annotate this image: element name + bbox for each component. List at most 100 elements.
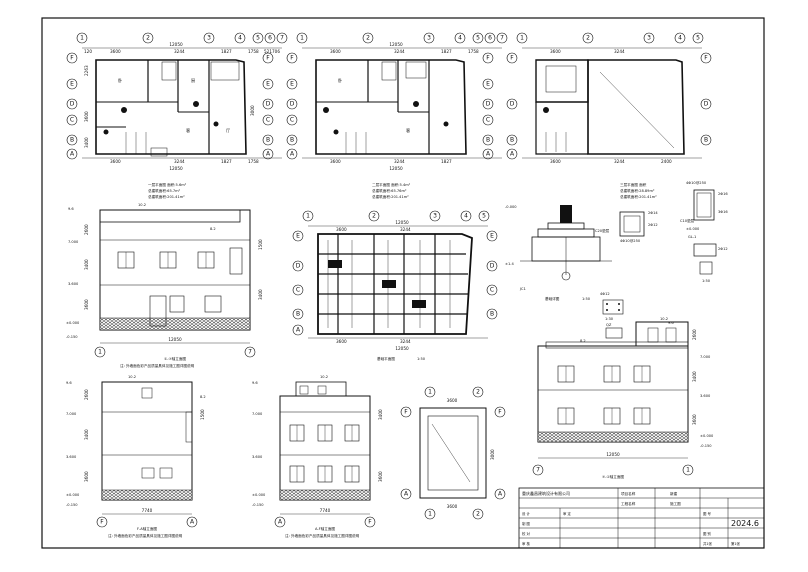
axis-label: B xyxy=(296,311,300,318)
caption: ⑦-①轴立面图 xyxy=(602,474,625,479)
axis-label: B xyxy=(510,137,514,144)
axis-label: 1 xyxy=(80,35,84,42)
axis-label: C xyxy=(290,117,294,124)
axis-label: E xyxy=(296,233,300,240)
dim: 3000 xyxy=(250,105,255,116)
axis-label: 7 xyxy=(536,467,540,474)
dim: 3400 xyxy=(692,371,697,382)
level-label: 7.000 xyxy=(252,412,263,416)
axis-label: D xyxy=(70,101,75,108)
room-tag: 客 xyxy=(406,127,411,134)
detail-label: 4Φ10@250 xyxy=(620,239,641,243)
axis-label: F xyxy=(70,55,74,62)
level-label: 9.6 xyxy=(68,207,74,211)
dim: 3600 xyxy=(110,49,121,54)
level-label: 8.2 xyxy=(210,227,216,231)
axis-label: 1 xyxy=(306,213,310,220)
axis-label: B xyxy=(486,137,490,144)
area-block-1: 一层平面图 面积:5.6m² 总建筑面积:65.7m² 总建筑面积:201.41… xyxy=(148,182,187,199)
level-label: 8.2 xyxy=(200,395,206,399)
axis-label: 2 xyxy=(476,511,480,518)
caption: ①-⑦轴立面图 xyxy=(164,356,187,361)
level-label: 3.600 xyxy=(68,282,79,286)
dim: 3600 xyxy=(447,398,458,403)
axis-label: B xyxy=(290,137,294,144)
tb-row: 审 定 xyxy=(563,511,571,516)
scale: 1:50 xyxy=(582,297,591,301)
caption: 基础平面图 xyxy=(377,356,395,361)
level-label: 3.600 xyxy=(700,394,711,398)
tb-sheet: 共1张 xyxy=(703,541,713,546)
dim: 1758 xyxy=(248,49,259,54)
dim: 3244 xyxy=(394,159,405,164)
level-label: ±0.000 xyxy=(66,321,80,325)
dim: 12050 xyxy=(606,452,620,457)
axis-label: 1 xyxy=(428,511,432,518)
dim: 2600 xyxy=(692,329,697,340)
axis-label: C xyxy=(70,117,74,124)
level-label: 10.2 xyxy=(320,375,328,379)
axis-label: 4 xyxy=(464,213,468,220)
axis-label: 1 xyxy=(428,389,432,396)
dim: 2263 xyxy=(84,65,89,76)
dim: 3600 xyxy=(84,299,89,310)
room-tag: 卧 xyxy=(338,77,342,84)
level-label: 3.600 xyxy=(66,455,77,459)
tb-row: 制 图 xyxy=(522,521,530,526)
dim: 521706 xyxy=(264,49,280,54)
dim: 3600 xyxy=(330,49,341,54)
axis-label: D xyxy=(486,101,491,108)
level-label: 7.000 xyxy=(68,240,79,244)
level-label: ±0.000 xyxy=(700,434,714,438)
axis-label: D xyxy=(266,101,271,108)
tb-row: 图 别 xyxy=(703,531,711,536)
area-line: 一层平面图 面积:5.6m² xyxy=(148,182,187,187)
tb-label: 工程名称 xyxy=(621,501,636,506)
axis-label: 4 xyxy=(238,35,242,42)
caption: A-F轴立面图 xyxy=(315,526,336,531)
axis-label: 5 xyxy=(476,35,480,42)
axis-label: E xyxy=(290,81,294,88)
axis-label: 5 xyxy=(256,35,260,42)
level-label: ±0.000 xyxy=(66,493,80,497)
level-label: -0.150 xyxy=(66,503,78,507)
axis-label: 2 xyxy=(372,213,376,220)
caption: F-A轴立面图 xyxy=(137,526,158,531)
tb-row: 审 核 xyxy=(522,541,530,546)
level-label: 10.2 xyxy=(660,317,668,321)
level-label: 10.2 xyxy=(138,203,146,207)
level-label: 3.600 xyxy=(252,455,263,459)
floor-plan-2: 1 2 3 4 5 6 7 12050 3600 3244 1827 1758 … xyxy=(286,32,508,171)
level-label: 9.6 xyxy=(66,381,72,385)
floor-plan-3: 1 2 3 4 5 3600 3244 F D B A F D B 3600 3… xyxy=(506,32,712,164)
detail-label: C20垫层 xyxy=(595,228,610,233)
axis-label: C xyxy=(266,117,270,124)
axis-label: 3 xyxy=(207,35,211,42)
rear-elevation: 9.6 7.000 3.600 ±0.000 -0.150 10.2 8.2 2… xyxy=(532,317,714,479)
dim: 1827 xyxy=(221,49,232,54)
axis-label: A xyxy=(190,519,195,526)
floor-plan-1: 1 2 3 4 5 6 7 12050 3600 3244 1827 1758 … xyxy=(66,32,288,171)
dim: 3600 xyxy=(336,339,347,344)
tb-value: 施工图 xyxy=(670,501,681,506)
axis-label: 1 xyxy=(686,467,690,474)
detail-label: 2Φ16 xyxy=(718,192,728,196)
axis-label: A xyxy=(296,327,301,334)
foundation-plan: 1 2 3 4 5 3600 3244 12050 E D C B A E D … xyxy=(292,210,498,361)
room-tag: 厨 xyxy=(191,78,195,83)
dim: 7740 xyxy=(142,508,153,513)
dim: 3244 xyxy=(400,339,411,344)
level-label: 9.6 xyxy=(668,321,674,325)
level-label: 9.6 xyxy=(252,381,258,385)
detail-label: 4Φ12 xyxy=(600,292,610,296)
dim-total: 12050 xyxy=(395,220,409,225)
axis-label: A xyxy=(266,151,271,158)
dim: 3600 xyxy=(84,111,89,122)
detail-label: JC1 xyxy=(519,287,526,291)
axis-label: 2 xyxy=(366,35,370,42)
axis-label: 7 xyxy=(280,35,284,42)
dim: 1827 xyxy=(441,49,452,54)
detail-label: GL-1 xyxy=(688,235,696,239)
dim: 1758 xyxy=(248,159,259,164)
area-block-3: 三层平面图 面积 总建筑面积:28.89m² 总建筑面积:201.41m² xyxy=(620,182,657,199)
